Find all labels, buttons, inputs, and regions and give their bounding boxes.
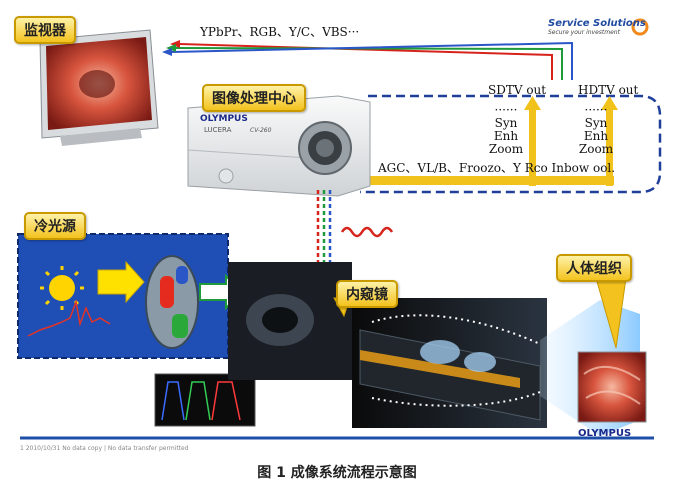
processor-label: 图像处理中心 xyxy=(202,84,306,112)
video-out-lines xyxy=(162,40,573,80)
hdtv-out-text: HDTV out xyxy=(578,83,639,97)
monitor-image xyxy=(39,29,159,146)
processor-code: CV-260 xyxy=(250,127,272,134)
arrowhead-icon xyxy=(166,44,176,52)
sun-icon xyxy=(40,266,84,310)
spectrum-chart-inset xyxy=(154,373,256,427)
sdtv-stack: ······ Syn Enh Zoom xyxy=(488,103,524,156)
light-source-label: 冷光源 xyxy=(24,212,86,240)
processor-model: LUCERA xyxy=(204,126,232,134)
figure-caption: 图 1 成像系统流程示意图 xyxy=(257,465,417,481)
footer-brand-logo: OLYMPUS xyxy=(578,428,632,439)
monitor-label: 监视器 xyxy=(14,16,76,44)
sdtv-out-text: SDTV out xyxy=(488,83,547,97)
processor-functions-text: AGC、VL/B、Froozo、Y Rco Inbow ool. xyxy=(378,161,616,175)
endoscope-image xyxy=(228,262,547,428)
hdtv-stack: ······ Syn Enh Zoom xyxy=(578,103,614,156)
endoscope-label: 内窥镜 xyxy=(336,280,398,308)
service-logo-icon xyxy=(631,18,649,36)
rgb-filter-wheel-icon xyxy=(145,255,199,349)
processor-device xyxy=(187,95,371,197)
tissue-image xyxy=(577,351,647,423)
spectrum-curve xyxy=(27,299,111,337)
footer-note: 1 2010/10/31 No data copy | No data tran… xyxy=(20,445,189,452)
light-arrow-icon xyxy=(97,260,145,304)
arrowhead-icon xyxy=(170,40,180,48)
video-out-text: YPbPr、RGB、Y/C、VBS··· xyxy=(200,25,360,39)
processor-signal-region xyxy=(360,94,662,194)
service-solutions-logo: Service Solutions Secure your investment xyxy=(548,18,646,36)
power-button-icon xyxy=(218,168,234,184)
tissue-label: 人体组织 xyxy=(556,254,632,282)
processor-brand: OLYMPUS xyxy=(200,114,248,124)
arrowhead-icon xyxy=(162,48,172,56)
